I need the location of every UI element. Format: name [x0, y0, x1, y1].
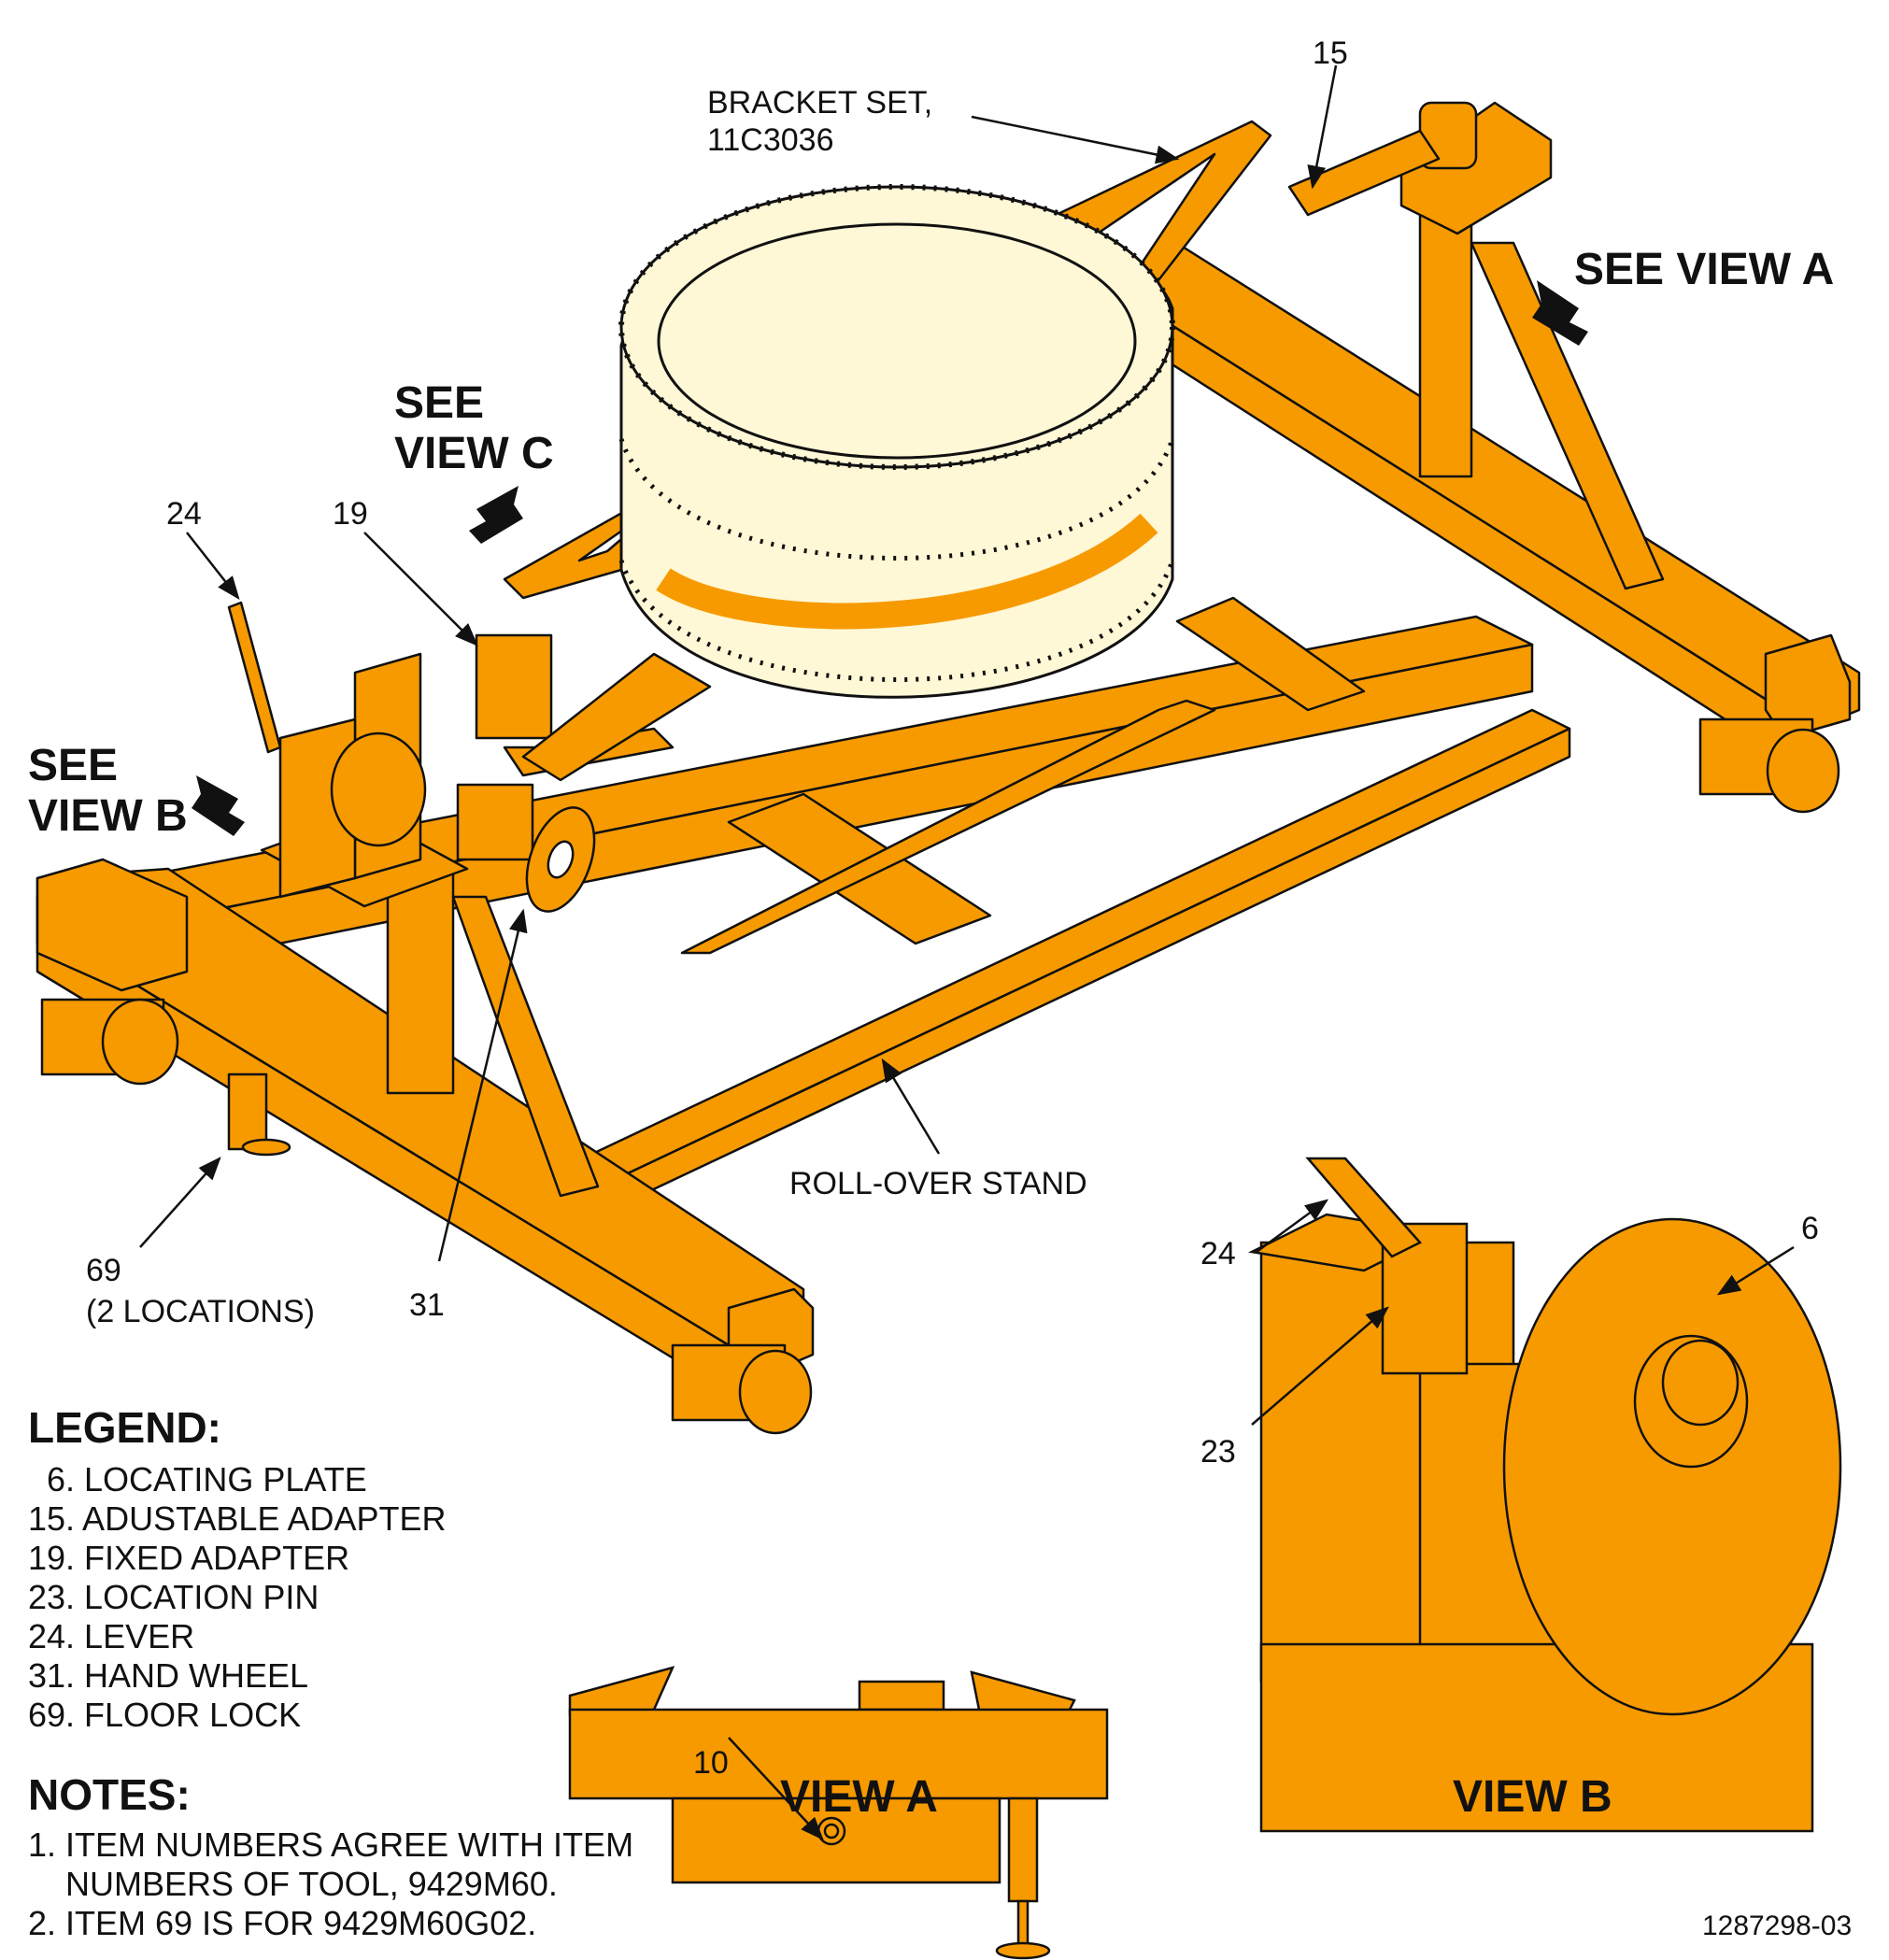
see-view-a-label: SEE VIEW A	[1574, 245, 1835, 294]
notes: NOTES: 1. ITEM NUMBERS AGREE WITH ITEM N…	[28, 1773, 633, 1943]
front-locating-plate	[330, 731, 427, 847]
legend-item: 23. LOCATION PIN	[28, 1578, 320, 1616]
callout-24-main: 24	[166, 496, 202, 532]
callout-69: 69 (2 LOCATIONS)	[86, 1253, 315, 1329]
callout-24-view-b: 24	[1200, 1236, 1236, 1271]
front-left-end-block	[36, 858, 189, 992]
drawing-number: 1287298-03	[1702, 1910, 1853, 1941]
legend-item: 24. LEVER	[28, 1617, 195, 1655]
floor-lock	[227, 1072, 291, 1157]
see-view-b-label: SEE VIEW B	[28, 741, 188, 841]
rear-cross-plate	[1175, 596, 1366, 712]
legend-item: 19. FIXED ADAPTER	[28, 1539, 350, 1577]
see-view-b-arrow	[192, 775, 245, 836]
rear-upright-post	[1418, 213, 1665, 590]
caster-front-left	[40, 998, 179, 1086]
note-item: 2. ITEM 69 IS FOR 9429M60G02.	[28, 1904, 537, 1942]
view-b-title: VIEW B	[1453, 1772, 1612, 1822]
front-upright-post	[386, 867, 600, 1198]
callout-31: 31	[409, 1287, 445, 1323]
leader-lines	[139, 64, 1795, 1840]
caster-rear-right	[1698, 717, 1840, 814]
callout-23: 23	[1200, 1434, 1236, 1470]
caster-front-right	[671, 1343, 813, 1435]
casing-ring	[618, 184, 1175, 699]
view-a-title: VIEW A	[780, 1772, 938, 1822]
legend-item: 31. HAND WHEEL	[28, 1656, 309, 1695]
see-view-a-arrow	[1532, 280, 1588, 346]
legend-item: 15. ADUSTABLE ADAPTER	[28, 1499, 447, 1538]
callout-15: 15	[1313, 36, 1348, 71]
notes-title: NOTES:	[28, 1770, 191, 1819]
note-item: 1. ITEM NUMBERS AGREE WITH ITEM	[28, 1825, 634, 1864]
roll-over-stand-label: ROLL-OVER STAND	[789, 1166, 1087, 1201]
legend-title: LEGEND:	[28, 1403, 221, 1452]
torque-tube	[680, 699, 1216, 955]
legend-item: 69. FLOOR LOCK	[28, 1696, 302, 1734]
hand-wheel	[525, 806, 596, 913]
rear-right-end-block	[1764, 633, 1852, 740]
view-arrows	[192, 280, 1588, 836]
adjustable-adapter-shaft	[1287, 129, 1441, 217]
see-view-c-label: SEE VIEW C	[394, 378, 554, 478]
rear-bearing-block	[1399, 101, 1553, 235]
legend: LEGEND: 6. LOCATING PLATE 15. ADUSTABLE …	[28, 1406, 447, 1735]
note-item: NUMBERS OF TOOL, 9429M60.	[28, 1865, 558, 1903]
callout-6: 6	[1801, 1211, 1819, 1246]
view-a-inset	[568, 1666, 1109, 1960]
callout-10: 10	[693, 1745, 729, 1781]
notes-list: 1. ITEM NUMBERS AGREE WITH ITEM NUMBERS …	[28, 1825, 633, 1943]
see-view-c-arrow	[469, 486, 523, 544]
bracket-set-label: BRACKET SET, 11C3036	[707, 85, 933, 158]
view-b-inset	[1248, 1157, 1842, 1833]
lever	[227, 601, 282, 754]
callout-19: 19	[333, 496, 368, 532]
legend-item: 6. LOCATING PLATE	[28, 1460, 367, 1498]
legend-list: 6. LOCATING PLATE 15. ADUSTABLE ADAPTER …	[28, 1460, 447, 1735]
